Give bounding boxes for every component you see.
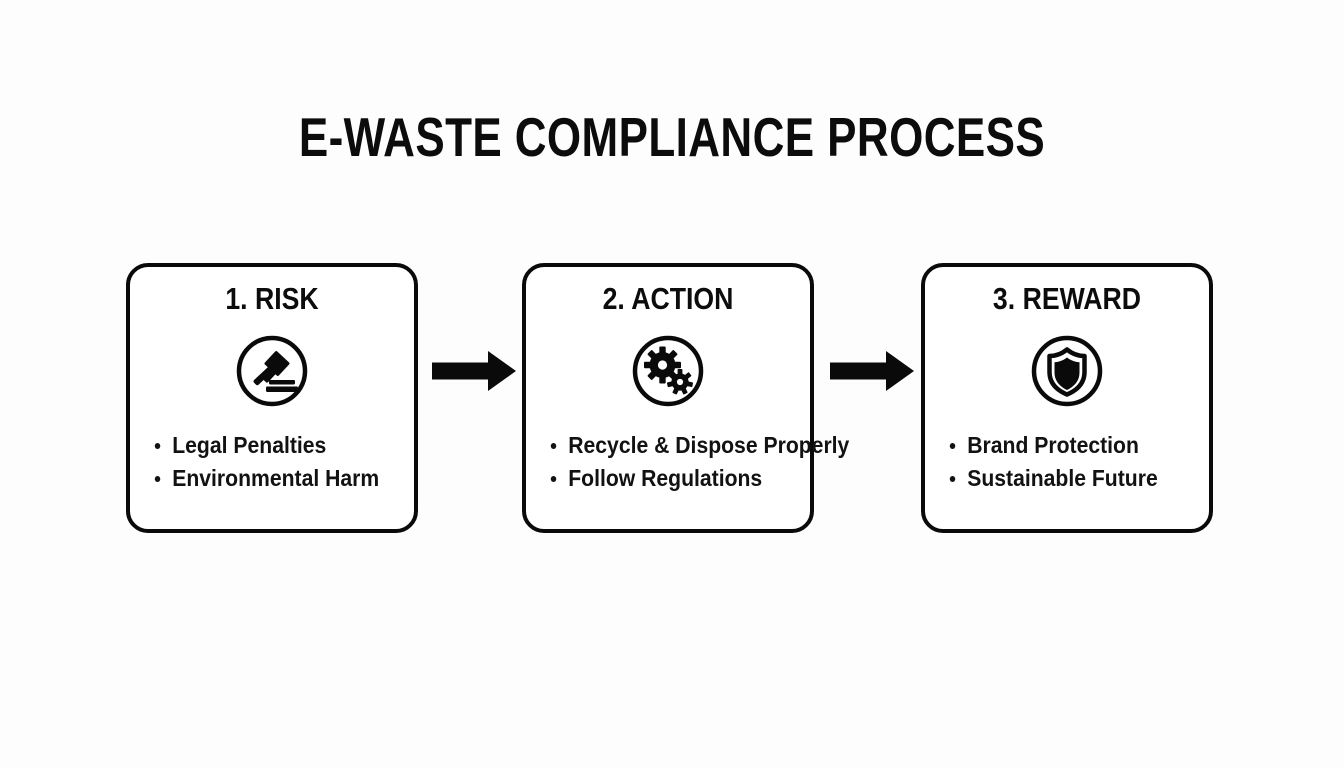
list-item: Recycle & Dispose Properly: [548, 429, 861, 462]
page-title: E-WASTE COMPLIANCE PROCESS: [298, 106, 1046, 168]
step-card-risk[interactable]: 1. RISK Legal Penalties: [126, 263, 418, 533]
gavel-icon: [234, 333, 310, 409]
step-bullets-reward: Brand Protection Sustainable Future: [947, 429, 1287, 495]
list-item: Legal Penalties: [152, 429, 465, 462]
step-heading-reward: 3. REWARD: [992, 281, 1142, 316]
list-item: Sustainable Future: [947, 462, 1260, 495]
shield-icon: [1029, 333, 1105, 409]
step-card-reward[interactable]: 3. REWARD Brand Protection Sustainable F…: [921, 263, 1213, 533]
list-item: Environmental Harm: [152, 462, 465, 495]
arrow-right-icon: [430, 349, 518, 393]
list-item: Brand Protection: [947, 429, 1260, 462]
list-item: Follow Regulations: [548, 462, 861, 495]
arrow-right-icon: [828, 349, 916, 393]
step-bullets-risk: Legal Penalties Environmental Harm: [152, 429, 492, 495]
step-heading-action: 2. ACTION: [602, 281, 734, 316]
gears-icon: [630, 333, 706, 409]
step-card-action[interactable]: 2. ACTION: [522, 263, 849, 533]
step-bullets-action: Recycle & Dispose Properly Follow Regula…: [548, 429, 888, 495]
process-steps: 1. RISK Legal Penalties: [126, 263, 1218, 535]
step-heading-risk: 1. RISK: [225, 281, 319, 316]
